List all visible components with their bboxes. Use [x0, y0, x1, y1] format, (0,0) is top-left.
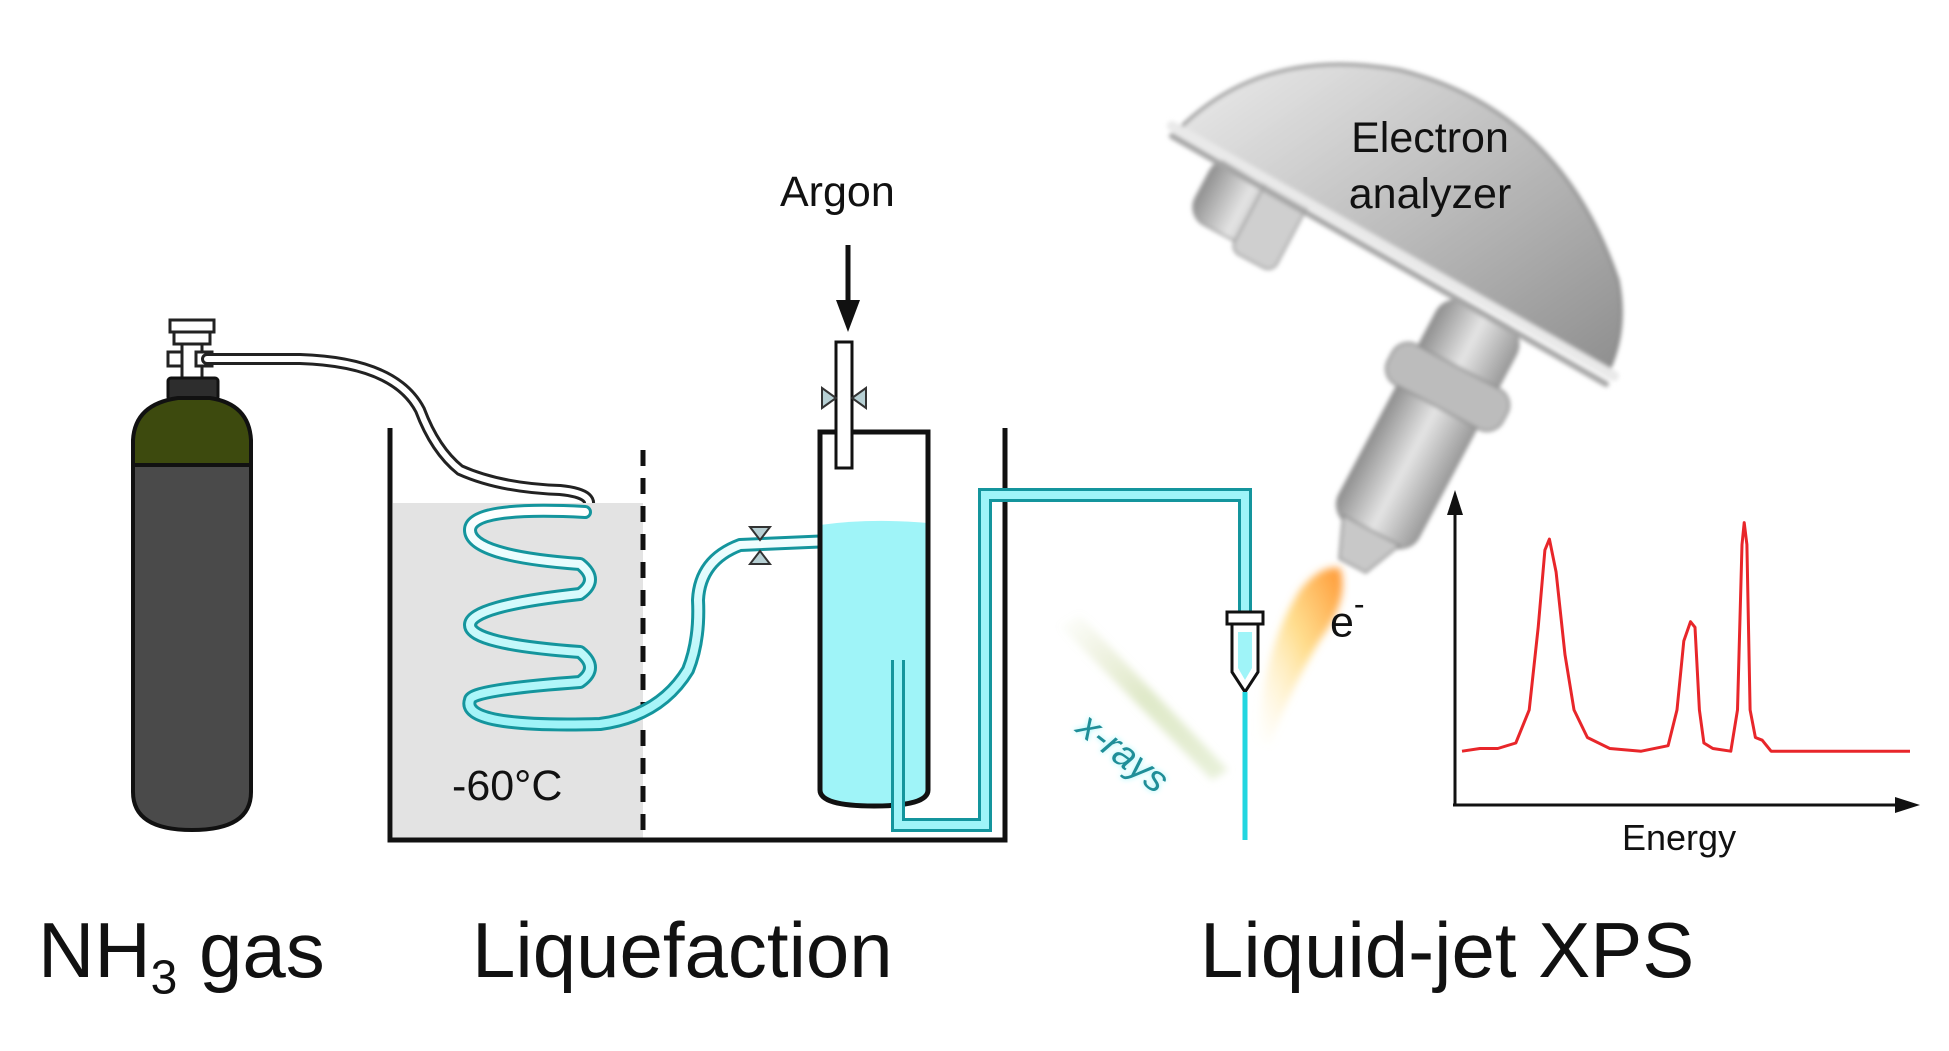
cylinder-cap: [131, 396, 253, 467]
cylinder-valve-handle: [168, 318, 216, 334]
electron-analyzer: [1167, 62, 1623, 574]
reservoir-vessel: [817, 340, 931, 809]
cylinder-body: [131, 463, 253, 833]
analyzer-label-line2: analyzer: [1348, 170, 1512, 218]
argon-arrow: [836, 245, 860, 332]
spectrum-chart: [1447, 490, 1920, 813]
electron-label: e-: [1330, 586, 1365, 647]
bath-container: [387, 428, 1008, 843]
spectrum-series-line: [1461, 521, 1910, 753]
temperature-label: -60°C: [452, 762, 563, 810]
stage-gas-formula: NH: [38, 906, 151, 994]
argon-label: Argon: [780, 168, 895, 216]
transfer-valve: [747, 526, 773, 565]
reservoir-wall: [817, 429, 931, 809]
stage-gas-subscript: 3: [150, 951, 178, 1005]
reservoir-liquid: [820, 520, 928, 806]
jet-supply-line: [891, 488, 1252, 832]
stage-gas-word: gas: [177, 906, 325, 994]
electron-symbol: e: [1330, 598, 1354, 647]
stage-label-gas: NH3 gas: [38, 905, 325, 1006]
energy-axis-label: Energy: [1622, 817, 1737, 858]
liquid-jet-nozzle: [1225, 610, 1265, 840]
analyzer-label: Electron analyzer: [1325, 110, 1535, 222]
gas-cylinder: [131, 318, 253, 833]
argon-inlet-tube: [834, 340, 854, 470]
xray-beam: [1060, 615, 1228, 780]
spectrum-x-arrowhead: [1895, 797, 1920, 813]
electron-charge: -: [1353, 586, 1365, 622]
photoelectron-plume: [1258, 567, 1343, 745]
stage-label-liquefaction: Liquefaction: [472, 906, 893, 994]
spectrum-y-arrowhead: [1447, 490, 1463, 515]
stage-label-xps: Liquid-jet XPS: [1200, 906, 1695, 994]
analyzer-label-line1: Electron: [1351, 114, 1509, 162]
